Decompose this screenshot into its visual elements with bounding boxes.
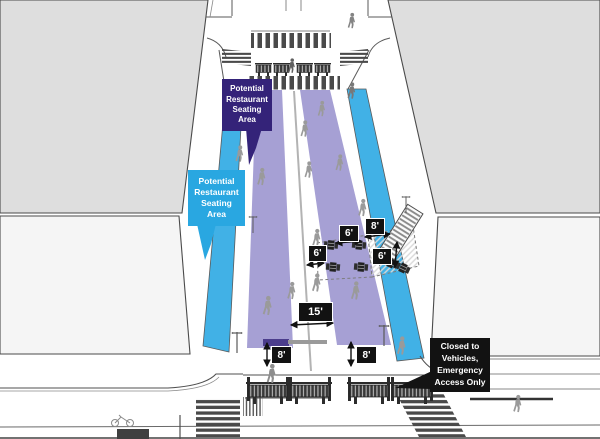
crosswalk-top-right [340, 49, 368, 66]
callout-line: Seating [232, 105, 262, 114]
street-furniture [111, 195, 411, 439]
sidewalk-shed-icon [378, 203, 424, 261]
pedestrian-lane-right [300, 90, 391, 345]
crosswalk-top-left [222, 49, 251, 66]
dim-label-seating-depth-left: 6' [308, 245, 327, 262]
dim-label-center-lane: 15' [298, 302, 333, 322]
crosswalk-bottom-center [243, 397, 263, 416]
crosswalk-bottom-left [196, 398, 240, 437]
callout-line: Emergency [437, 365, 483, 375]
callout-pointers [197, 128, 432, 389]
building-bottom-left [0, 215, 191, 355]
callout-pointer [246, 128, 262, 165]
callout-line: Restaurant [194, 186, 239, 197]
gateway-bar-gray [288, 340, 327, 344]
callout-line: Seating [201, 198, 232, 208]
crosswalk-top [222, 33, 368, 90]
callout-line: Closed to [440, 341, 480, 352]
callout-seating-street: Potential Restaurant Seating Area [222, 79, 272, 131]
callout-line: Restaurant [226, 94, 268, 104]
bottom-intersection [0, 355, 600, 439]
callout-line: Potential [198, 175, 235, 186]
pedestrian-lane-left [247, 90, 293, 348]
dimension-arrow [391, 240, 401, 269]
dimension-arrow [363, 230, 392, 241]
dim-label-buffer-right: 8' [356, 346, 377, 364]
buildings [0, 0, 600, 357]
curb-structure [117, 429, 149, 439]
dim-label-shed-walkway: 8' [365, 218, 385, 235]
building-top-right [387, 0, 600, 214]
callout-pointer [197, 224, 216, 260]
callout-line: Area [207, 209, 226, 220]
crosswalk-bottom-right [396, 393, 466, 437]
dim-label-seating-depth-right: 6' [372, 248, 392, 265]
callout-line: Access Only [434, 376, 486, 387]
building-top-left [0, 0, 209, 214]
dimension-arrow [289, 319, 335, 329]
gateway-bar [263, 339, 289, 346]
callout-seating-sidewalk: Potential Restaurant Seating Area [188, 170, 245, 226]
callout-closed-street: Closed to Vehicles, Emergency Access Onl… [430, 338, 490, 392]
callout-line: Potential [230, 84, 264, 94]
bicycle-icon [111, 414, 134, 427]
crosswalk-bottom [196, 393, 466, 437]
callout-line: Area [238, 115, 256, 125]
dim-label-buffer-left: 8' [271, 346, 292, 364]
callout-pointer [395, 371, 432, 389]
dim-label-seating-width: 6' [339, 225, 359, 242]
building-bottom-right [430, 216, 600, 357]
callout-line: Vehicles, [441, 353, 479, 364]
dimension-arrows [263, 230, 401, 368]
dimension-arrow [305, 259, 326, 269]
